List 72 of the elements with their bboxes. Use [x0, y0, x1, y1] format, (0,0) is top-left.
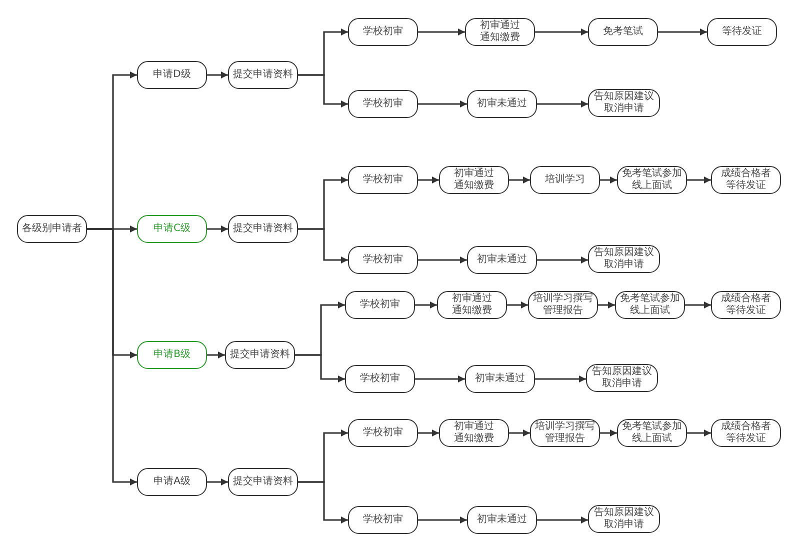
arrow [298, 481, 348, 524]
process-box: 等待发证 [707, 18, 777, 46]
process-box: 初审通过通知缴费 [439, 166, 509, 194]
arrow [537, 256, 588, 264]
process-box: 申请A级 [137, 468, 207, 496]
process-box: 告知原因建议取消申请 [588, 505, 660, 533]
arrow [598, 302, 615, 308]
arrow [207, 478, 228, 486]
process-box: 告知原因建议取消申请 [588, 89, 660, 117]
arrow [207, 72, 228, 78]
process-box: 初审未通过 [467, 246, 537, 274]
arrow [418, 176, 439, 184]
arrow [535, 28, 588, 36]
arrow [685, 302, 711, 308]
arrow [418, 28, 465, 36]
arrow [298, 228, 348, 264]
arrow [537, 516, 588, 524]
arrow [415, 302, 437, 308]
arrow [418, 430, 439, 436]
arrow [687, 176, 711, 184]
process-box: 学校初审 [348, 18, 418, 46]
process-box: 提交申请资料 [228, 61, 298, 89]
process-box: 成绩合格者等待发证 [711, 291, 781, 319]
process-box: 告知原因建议取消申请 [586, 364, 658, 392]
process-box: 免考笔试参加线上面试 [617, 419, 687, 447]
process-box: 申请B级 [137, 341, 207, 369]
process-box: 免考笔试 [588, 18, 658, 46]
process-box: 成绩合格者等待发证 [711, 166, 781, 194]
process-box: 培训学习撰写管理报告 [530, 419, 600, 447]
process-box: 申请C级 [137, 215, 207, 243]
process-box: 提交申请资料 [225, 341, 295, 369]
process-box: 初审通过通知缴费 [437, 291, 507, 319]
arrow [207, 352, 225, 358]
process-box: 申请D级 [137, 61, 207, 89]
process-box: 初审未通过 [467, 90, 537, 118]
arrow [537, 100, 588, 108]
process-box: 学校初审 [348, 90, 418, 118]
process-box: 初审通过通知缴费 [439, 419, 509, 447]
process-box: 免考笔试参加线上面试 [615, 291, 685, 319]
arrow [687, 430, 711, 436]
arrow [600, 176, 617, 184]
arrow [509, 176, 530, 184]
arrow [87, 228, 137, 486]
arrow [509, 430, 530, 436]
arrow [207, 226, 228, 232]
arrow [600, 430, 617, 436]
process-box: 提交申请资料 [228, 468, 298, 496]
arrow [298, 74, 348, 108]
process-box: 学校初审 [345, 365, 415, 393]
arrow [418, 256, 467, 264]
process-box: 学校初审 [348, 419, 418, 447]
process-box: 免考笔试参加线上面试 [617, 166, 687, 194]
process-box: 各级别申请者 [17, 215, 87, 243]
process-box: 告知原因建议取消申请 [588, 245, 660, 273]
process-box: 学校初审 [348, 166, 418, 194]
arrow [535, 376, 586, 382]
process-box: 初审通过通知缴费 [465, 18, 535, 46]
process-box: 学校初审 [345, 291, 415, 319]
process-box: 培训学习撰写管理报告 [528, 291, 598, 319]
process-box: 提交申请资料 [228, 215, 298, 243]
arrow [418, 100, 467, 108]
arrow [418, 516, 467, 524]
arrow [295, 354, 345, 382]
process-box: 培训学习 [530, 166, 600, 194]
process-box: 初审未通过 [467, 506, 537, 534]
arrow [507, 302, 528, 308]
arrow [658, 28, 707, 36]
arrow [415, 376, 465, 382]
process-box: 初审未通过 [465, 365, 535, 393]
process-box: 学校初审 [348, 246, 418, 274]
process-box: 学校初审 [348, 506, 418, 534]
process-box: 成绩合格者等待发证 [711, 419, 781, 447]
